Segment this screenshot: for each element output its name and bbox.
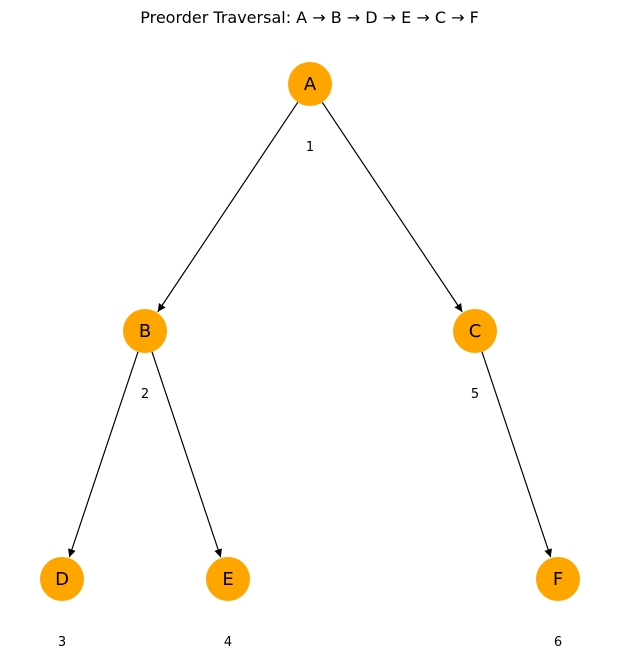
order-label-d: 3 <box>58 635 66 650</box>
node-circle-f <box>536 557 580 601</box>
node-circle-e <box>206 557 250 601</box>
edge-b-e <box>151 351 222 558</box>
diagram-title: Preorder Traversal: A → B → D → E → C → … <box>140 8 479 27</box>
node-b: B2 <box>123 309 167 402</box>
node-circle-d <box>40 557 84 601</box>
node-e: E4 <box>206 557 250 650</box>
node-f: F6 <box>536 557 580 650</box>
order-label-a: 1 <box>306 140 314 155</box>
edges-layer <box>68 101 552 558</box>
node-label-b: B <box>139 321 151 342</box>
node-d: D3 <box>40 557 84 650</box>
node-a: A1 <box>288 62 332 155</box>
order-label-f: 6 <box>554 635 562 650</box>
node-circle-c <box>453 309 497 353</box>
node-circle-b <box>123 309 167 353</box>
order-label-c: 5 <box>471 387 479 402</box>
order-label-b: 2 <box>141 387 149 402</box>
node-label-e: E <box>222 569 233 590</box>
edge-b-d <box>68 351 139 558</box>
node-label-d: D <box>55 569 69 590</box>
node-circle-a <box>288 62 332 106</box>
node-label-a: A <box>304 74 317 95</box>
edge-a-b <box>157 101 299 313</box>
node-label-f: F <box>553 569 563 590</box>
edge-c-f <box>481 351 552 558</box>
node-c: C5 <box>453 309 497 402</box>
order-label-e: 4 <box>224 635 232 650</box>
node-label-c: C <box>469 321 482 342</box>
edge-a-c <box>321 101 463 313</box>
